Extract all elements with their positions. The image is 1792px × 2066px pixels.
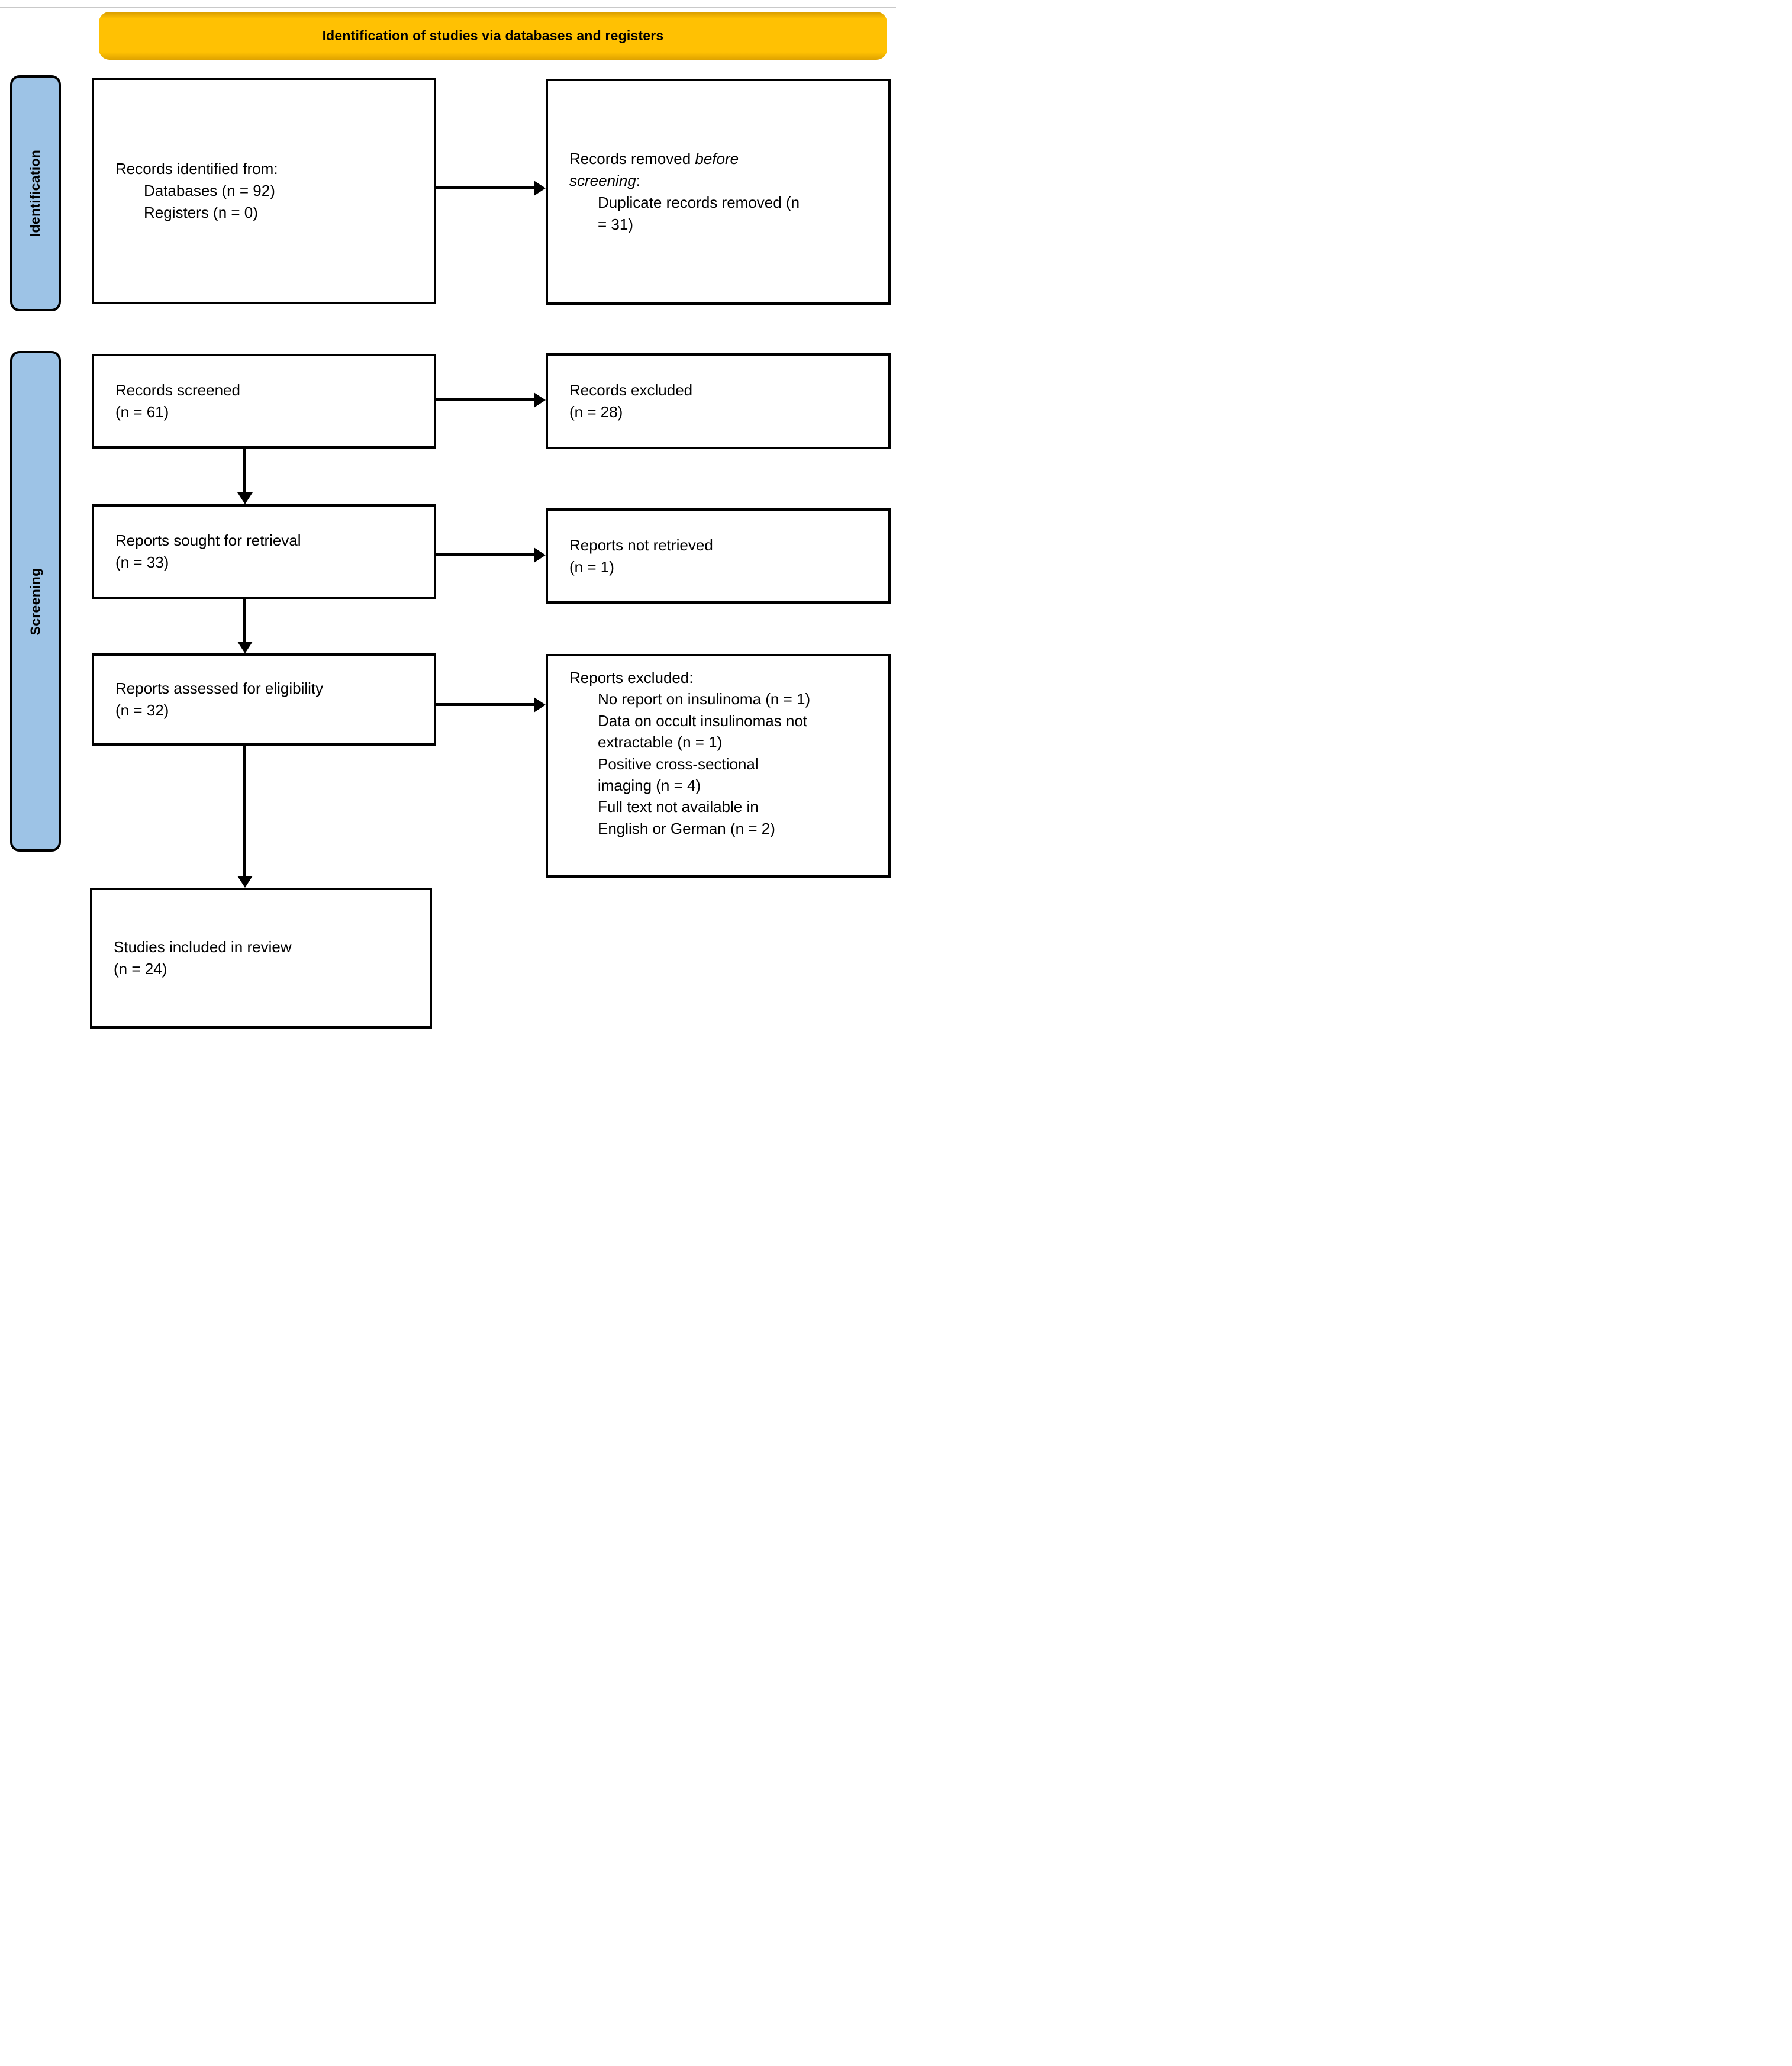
box-studies-included: Studies included in review (n = 24) [90,888,432,1029]
box-reports-excluded-reason: Data on occult insulinomas not extractab… [598,711,808,752]
prisma-flow-diagram: Identification of studies via databases … [0,0,896,1033]
box-records-identified-item: Databases (n = 92) [144,182,275,200]
box-records-excluded-label: Records excluded [569,381,693,399]
arrow-shaft [436,398,536,401]
box-records-screened: Records screened (n = 61) [92,354,436,449]
arrow-shaft [243,599,246,643]
box-reports-assessed: Reports assessed for eligibility (n = 32… [92,653,436,746]
arrow-sought-to-assessed [237,599,253,653]
box-records-excluded-count: (n = 28) [569,403,623,421]
stage-label-screening-text: Screening [27,568,43,635]
arrow-screened-to-excluded [436,392,546,408]
box-records-screened-label: Records screened [115,381,240,399]
stage-label-screening: Screening [10,351,61,852]
box-records-removed-emphasis: before screening [569,150,739,190]
box-records-excluded: Records excluded (n = 28) [546,353,891,449]
box-records-removed-heading: Records removed before screening: [569,148,811,192]
arrowhead-down-icon [237,492,253,504]
arrow-shaft [243,449,246,494]
banner-title-text: Identification of studies via databases … [322,28,664,43]
box-records-removed-suffix: : [636,172,640,190]
arrow-assessed-to-included [237,746,253,888]
box-records-identified-item: Registers (n = 0) [144,203,258,221]
arrow-shaft [436,703,536,706]
arrow-shaft [436,553,536,556]
box-reports-excluded-reason: Positive cross-sectional imaging (n = 4) [598,755,759,794]
arrowhead-right-icon [534,697,546,713]
stage-label-identification: Identification [10,75,61,311]
box-reports-sought-count: (n = 33) [115,553,169,571]
arrow-identified-to-removed [436,181,546,196]
box-records-removed-item: Duplicate records removed (n = 31) [598,194,800,233]
box-studies-included-label: Studies included in review [114,938,292,956]
box-records-identified-intro: Records identified from: [115,160,278,178]
arrow-shaft [243,746,246,878]
box-reports-assessed-count: (n = 32) [115,701,169,719]
box-records-identified: Records identified from: Databases (n = … [92,78,436,304]
top-hairline [0,7,896,8]
box-reports-sought: Reports sought for retrieval (n = 33) [92,504,436,599]
box-records-screened-count: (n = 61) [115,403,169,421]
box-studies-included-count: (n = 24) [114,960,167,978]
box-records-removed-prefix: Records removed [569,150,695,168]
stage-label-identification-text: Identification [27,149,43,237]
box-reports-not-retrieved: Reports not retrieved (n = 1) [546,508,891,604]
box-records-removed: Records removed before screening: Duplic… [546,79,891,305]
arrowhead-right-icon [534,181,546,196]
box-reports-not-retrieved-count: (n = 1) [569,557,614,576]
box-reports-assessed-label: Reports assessed for eligibility [115,679,324,698]
box-reports-sought-label: Reports sought for retrieval [115,531,301,550]
arrow-shaft [436,186,536,189]
box-reports-excluded-title: Reports excluded: [569,669,694,686]
banner-title: Identification of studies via databases … [99,12,887,60]
arrow-assessed-to-reports-excluded [436,697,546,713]
arrowhead-down-icon [237,876,253,888]
arrowhead-down-icon [237,642,253,653]
box-reports-excluded: Reports excluded: No report on insulinom… [546,654,891,878]
arrow-screened-to-sought [237,449,253,504]
arrowhead-right-icon [534,547,546,563]
arrowhead-right-icon [534,392,546,408]
box-reports-not-retrieved-label: Reports not retrieved [569,536,713,554]
box-reports-excluded-reason: No report on insulinoma (n = 1) [598,690,811,708]
arrow-sought-to-not-retrieved [436,547,546,563]
box-reports-excluded-reason: Full text not available in English or Ge… [598,798,775,837]
